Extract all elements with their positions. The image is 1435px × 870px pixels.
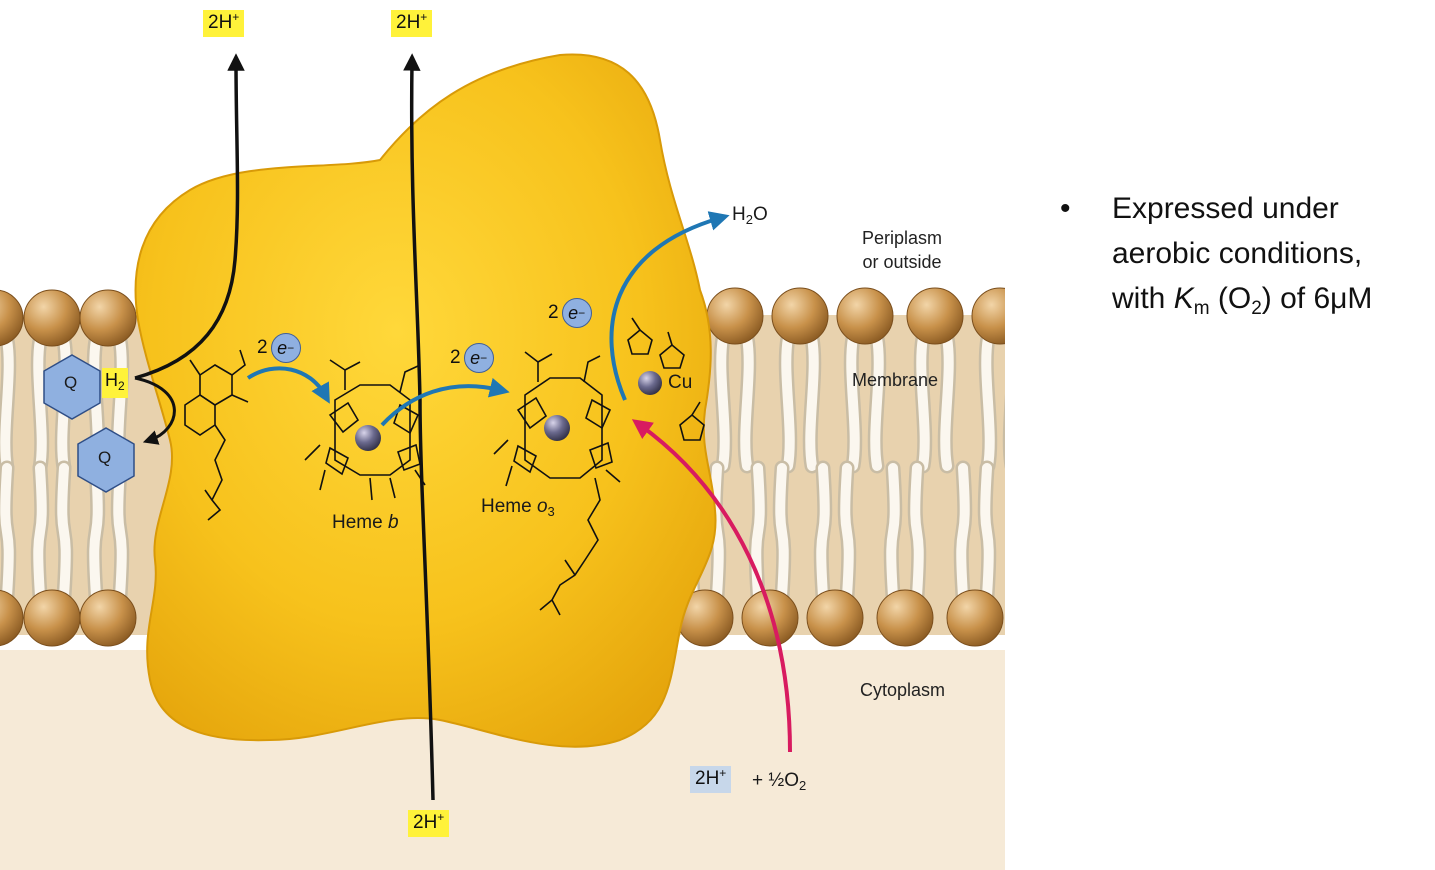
water-label: H2O (732, 204, 768, 227)
oxygen-half-label: + ½O2 (752, 770, 807, 793)
bullet-marker: • (1060, 192, 1071, 225)
quinol-q-label: Q (64, 373, 78, 392)
lipid-tail (33, 335, 47, 473)
oxygen-entry-arrow (631, 419, 792, 753)
heme-o3-label: Heme o3 (481, 496, 555, 519)
lipid-tail (840, 463, 854, 601)
bullet-text: Expressed under aerobic conditions, with… (1112, 192, 1373, 319)
lipid-tail (980, 463, 994, 601)
lipid-head (906, 287, 964, 345)
proton-label-top-left: 2H+ (203, 10, 245, 37)
lipid-head (23, 589, 81, 647)
electron-arrow-quinol-to-heme-b (246, 366, 330, 404)
lipid-tail (740, 333, 754, 471)
heme-o3-structure (493, 351, 621, 616)
lipid-tail (716, 333, 730, 471)
proton-label-bottom: 2H+ (408, 810, 450, 837)
quinol-isoprenoid-tail (184, 349, 249, 521)
oxygen-proton-label: 2H+ (690, 766, 732, 793)
lipid-head (771, 287, 829, 345)
lipid-head (971, 287, 1005, 345)
membrane-label: Membrane (852, 370, 939, 390)
lipid-head (946, 589, 1004, 647)
protein-complex (134, 53, 717, 748)
lipid-tail (781, 333, 795, 471)
electron-arrow-to-water (609, 211, 730, 401)
quinol-hexagon (43, 354, 101, 420)
cytochrome-bo-diagram (0, 53, 1005, 870)
quinol-h2-label: H2 (102, 368, 128, 398)
copper-label: Cu (668, 372, 693, 393)
proton-path-left (134, 53, 245, 380)
heme-b-structure (304, 359, 426, 501)
quinone-hexagon (77, 427, 135, 493)
lipid-tail (0, 335, 14, 473)
lipid-tail (89, 463, 103, 601)
lipid-tail (751, 463, 765, 601)
lipid-tail (886, 463, 900, 601)
proton-path-middle (403, 53, 435, 801)
lipid-tail (113, 463, 127, 601)
lipid-head (741, 589, 799, 647)
heme-o3-iron (544, 415, 570, 441)
lipid-head (79, 589, 137, 647)
lipid-tail (33, 463, 47, 601)
lipid-head (79, 289, 137, 347)
heme-b-iron (355, 425, 381, 451)
lipid-tail (846, 333, 860, 471)
lipid-head (23, 289, 81, 347)
lipid-tail (775, 463, 789, 601)
electron-arrow-heme-b-to-heme-o3 (380, 377, 510, 427)
lipid-head (806, 589, 864, 647)
lipid-tail (956, 463, 970, 601)
lipid-tail (710, 463, 724, 601)
lipid-tail (816, 463, 830, 601)
copper-center (638, 371, 662, 395)
lipid-head (836, 287, 894, 345)
lipid-tail (57, 463, 71, 601)
lipid-head (0, 589, 24, 647)
lipid-head (706, 287, 764, 345)
quinol-to-quinone-arrow (134, 376, 176, 445)
lipid-bilayer (0, 287, 1005, 647)
lipid-head (876, 589, 934, 647)
lipid-tail (940, 333, 954, 471)
lipid-tail (910, 463, 924, 601)
lipid-tail (0, 463, 14, 601)
lipid-head (0, 289, 24, 347)
heme-b-label: Heme b (332, 512, 399, 533)
lipid-tail (981, 333, 995, 471)
lipid-tail (805, 333, 819, 471)
proton-label-top-middle: 2H+ (391, 10, 433, 37)
copper-ligands (627, 317, 705, 441)
lipid-tail (916, 333, 930, 471)
cytoplasm-label: Cytoplasm (860, 680, 946, 700)
quinone-q-label: Q (98, 448, 112, 467)
lipid-tail (870, 333, 884, 471)
